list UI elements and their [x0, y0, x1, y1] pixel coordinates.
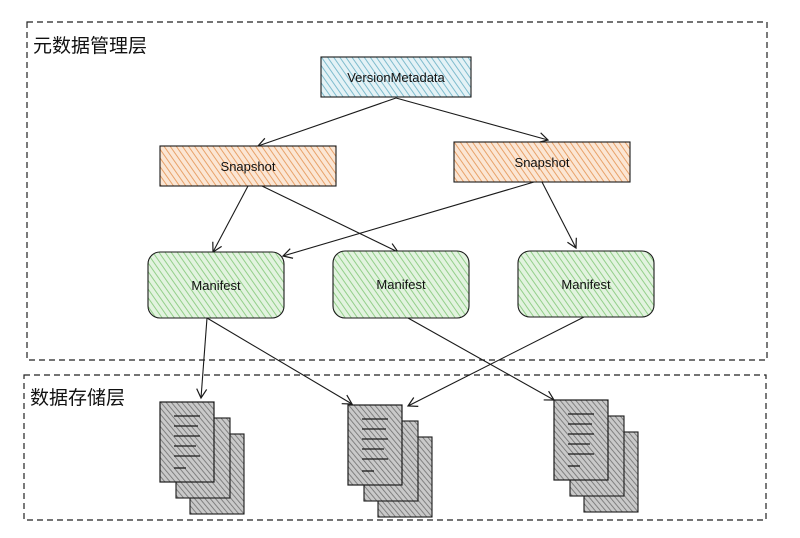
arrow-snapshot-1-to-manifest-1: [212, 185, 249, 254]
manifest-label-2: Manifest: [376, 277, 426, 292]
snapshot-label-1: Snapshot: [221, 159, 276, 174]
data-file-stack-icon: [159, 401, 245, 515]
data-file-stack-icon: [347, 404, 433, 518]
snapshot-node-1: Snapshot: [159, 145, 337, 187]
version-metadata-label: VersionMetadata: [347, 70, 445, 85]
snapshot-node-2: Snapshot: [453, 141, 631, 183]
manifest-label-1: Manifest: [191, 278, 241, 293]
connectors: [196, 97, 587, 408]
arrow-manifest-2-to-files-3: [407, 317, 556, 401]
metadata-layer-box: [26, 21, 768, 361]
metadata-layer-label: 元数据管理层: [33, 35, 147, 57]
arrow-snapshot-2-to-manifest-1: [281, 181, 535, 259]
arrow-snapshot-2-to-manifest-3: [541, 181, 577, 250]
storage-layer-box: [23, 374, 767, 521]
arrow-version-to-snapshot-2: [395, 97, 550, 144]
arrow-manifest-1-to-files-2: [206, 317, 354, 405]
version-metadata-node: VersionMetadata: [320, 56, 472, 98]
manifest-node-1: Manifest: [147, 251, 285, 319]
arrow-manifest-3-to-files-2: [406, 315, 587, 408]
manifest-node-2: Manifest: [332, 250, 470, 319]
manifest-label-3: Manifest: [561, 277, 611, 292]
storage-layer-label: 数据存储层: [30, 387, 125, 409]
arrow-version-to-snapshot-1: [256, 97, 397, 149]
manifest-node-3: Manifest: [517, 250, 655, 318]
data-file-stack-icon: [553, 399, 639, 513]
snapshot-label-2: Snapshot: [515, 155, 570, 170]
arrow-manifest-1-to-files-1: [196, 317, 208, 400]
arrow-snapshot-1-to-manifest-2: [261, 185, 400, 254]
